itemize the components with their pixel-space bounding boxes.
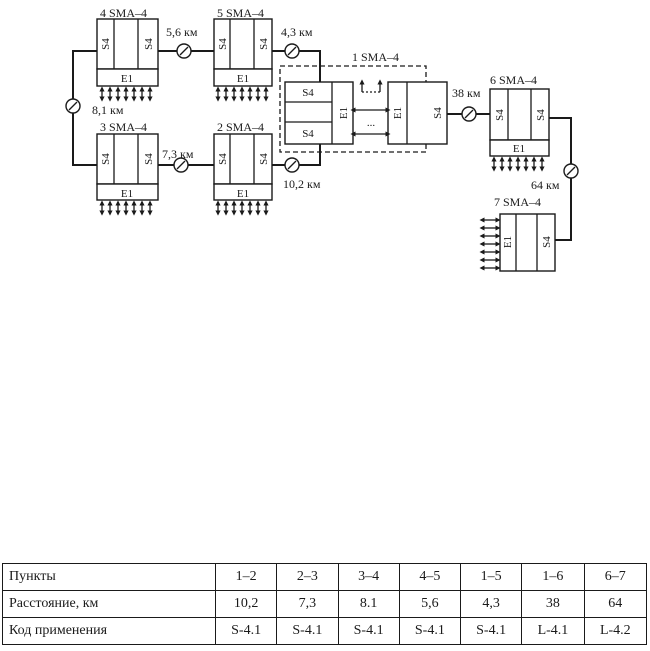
node-2-title: 2 SMA–4 bbox=[217, 120, 264, 134]
table-cell: S-4.1 bbox=[459, 617, 523, 645]
node-4-title: 4 SMA–4 bbox=[100, 6, 147, 20]
link-1-6-distance: 38 км bbox=[452, 86, 481, 100]
node-5-port-e1: E1 bbox=[237, 73, 249, 85]
table-row: Код применения S-4.1 S-4.1 S-4.1 S-4.1 S… bbox=[2, 617, 648, 645]
node-6-port-right: S4 bbox=[535, 109, 547, 121]
node-3-tributaries bbox=[99, 200, 153, 216]
node-3-port-left: S4 bbox=[100, 153, 112, 165]
node-6: 6 SMA–4 S4 S4 E1 bbox=[489, 73, 550, 157]
table-cell: S-4.1 bbox=[337, 617, 400, 645]
node-5-port-left: S4 bbox=[217, 38, 229, 50]
node-1-port-s4-bottom: S4 bbox=[302, 128, 314, 140]
table-cell: 5,6 bbox=[398, 590, 462, 618]
link-3-2: 7,3 км bbox=[158, 147, 214, 173]
node-1-title: 1 SMA–4 bbox=[352, 50, 399, 64]
node-6-tributaries bbox=[491, 156, 545, 172]
table-cell: S-4.1 bbox=[398, 617, 462, 645]
table-cell: L-4.1 bbox=[521, 617, 585, 645]
node-2-port-e1: E1 bbox=[237, 188, 249, 200]
node-4: 4 SMA–4 S4 S4 E1 bbox=[96, 6, 159, 87]
table-row-header: Пункты bbox=[2, 563, 216, 591]
node-1-port-s4-right: S4 bbox=[432, 107, 444, 119]
node-1-port-e1-right: E1 bbox=[392, 107, 404, 119]
node-7: 7 SMA–4 E1 S4 bbox=[494, 195, 556, 272]
node-7-port-e1: E1 bbox=[502, 236, 514, 248]
network-diagram: 4 SMA–4 S4 S4 E1 5 SMA–4 S4 S4 E1 bbox=[65, 6, 579, 272]
table-row-header: Код применения bbox=[2, 617, 216, 645]
node-7-tributaries bbox=[479, 217, 501, 271]
table-cell: 1–5 bbox=[459, 563, 523, 591]
table-cell: S-4.1 bbox=[276, 617, 339, 645]
node-2-tributaries bbox=[215, 200, 269, 216]
table-cell: 1–2 bbox=[214, 563, 278, 591]
link-4-5-distance: 5,6 км bbox=[166, 25, 198, 39]
table-cell: 4,3 bbox=[459, 590, 523, 618]
table-cell: 8.1 bbox=[337, 590, 400, 618]
node-4-tributaries bbox=[99, 86, 153, 102]
node-3-port-right: S4 bbox=[143, 153, 155, 165]
node-6-port-left: S4 bbox=[494, 109, 506, 121]
link-4-3: 8,1 км bbox=[65, 50, 124, 166]
node-5: 5 SMA–4 S4 S4 E1 bbox=[213, 6, 273, 87]
node-4-port-left: S4 bbox=[100, 38, 112, 50]
table-row-header: Расстояние, км bbox=[2, 590, 216, 618]
node-4-port-right: S4 bbox=[143, 38, 155, 50]
node-3: 3 SMA–4 S4 S4 E1 bbox=[96, 120, 159, 201]
link-4-3-distance: 8,1 км bbox=[92, 103, 124, 117]
node-7-title: 7 SMA–4 bbox=[494, 195, 541, 209]
link-5-1: 4,3 км bbox=[272, 25, 321, 82]
table-cell: 38 bbox=[521, 590, 585, 618]
link-3-2-distance: 7,3 км bbox=[162, 147, 194, 161]
node-5-port-right: S4 bbox=[258, 38, 270, 50]
table-cell: S-4.1 bbox=[214, 617, 278, 645]
node-6-title: 6 SMA–4 bbox=[490, 73, 537, 87]
node-4-port-e1: E1 bbox=[121, 73, 133, 85]
table-cell: 4–5 bbox=[398, 563, 462, 591]
link-1-6: 38 км bbox=[447, 86, 490, 122]
table-cell: 7,3 bbox=[276, 590, 339, 618]
node-1-dots-middle: ... bbox=[367, 117, 376, 129]
node-1: 1 SMA–4 S4 S4 E1 E1 S4 ... bbox=[279, 50, 448, 153]
link-4-5: 5,6 км bbox=[158, 25, 214, 59]
table-cell: 3–4 bbox=[337, 563, 400, 591]
node-2-port-left: S4 bbox=[217, 153, 229, 165]
table-cell: 1–6 bbox=[521, 563, 585, 591]
table-row: Расстояние, км 10,2 7,3 8.1 5,6 4,3 38 6… bbox=[2, 590, 648, 618]
node-2-port-right: S4 bbox=[258, 153, 270, 165]
link-5-1-distance: 4,3 км bbox=[281, 25, 313, 39]
node-6-port-e1: E1 bbox=[513, 143, 525, 155]
table-cell: 10,2 bbox=[214, 590, 278, 618]
link-2-1: 10,2 км bbox=[272, 144, 321, 191]
node-1-port-s4-top: S4 bbox=[302, 87, 314, 99]
table-cell: 2–3 bbox=[276, 563, 339, 591]
table-cell: 64 bbox=[583, 590, 648, 618]
link-6-7-distance: 64 км bbox=[531, 178, 560, 192]
table-row: Пункты 1–2 2–3 3–4 4–5 1–5 1–6 6–7 bbox=[2, 563, 648, 591]
node-2: 2 SMA–4 S4 S4 E1 bbox=[213, 120, 273, 201]
node-5-title: 5 SMA–4 bbox=[217, 6, 264, 20]
node-1-port-e1-left: E1 bbox=[338, 107, 350, 119]
node-5-tributaries bbox=[215, 86, 269, 102]
link-6-7: 64 км bbox=[531, 117, 579, 241]
node-3-port-e1: E1 bbox=[121, 188, 133, 200]
table-cell: L-4.2 bbox=[583, 617, 648, 645]
node-7-port-s4: S4 bbox=[541, 236, 553, 248]
link-2-1-distance: 10,2 км bbox=[283, 177, 321, 191]
node-3-title: 3 SMA–4 bbox=[100, 120, 147, 134]
table-cell: 6–7 bbox=[583, 563, 648, 591]
specs-table: Пункты 1–2 2–3 3–4 4–5 1–5 1–6 6–7 Расст… bbox=[2, 563, 648, 645]
